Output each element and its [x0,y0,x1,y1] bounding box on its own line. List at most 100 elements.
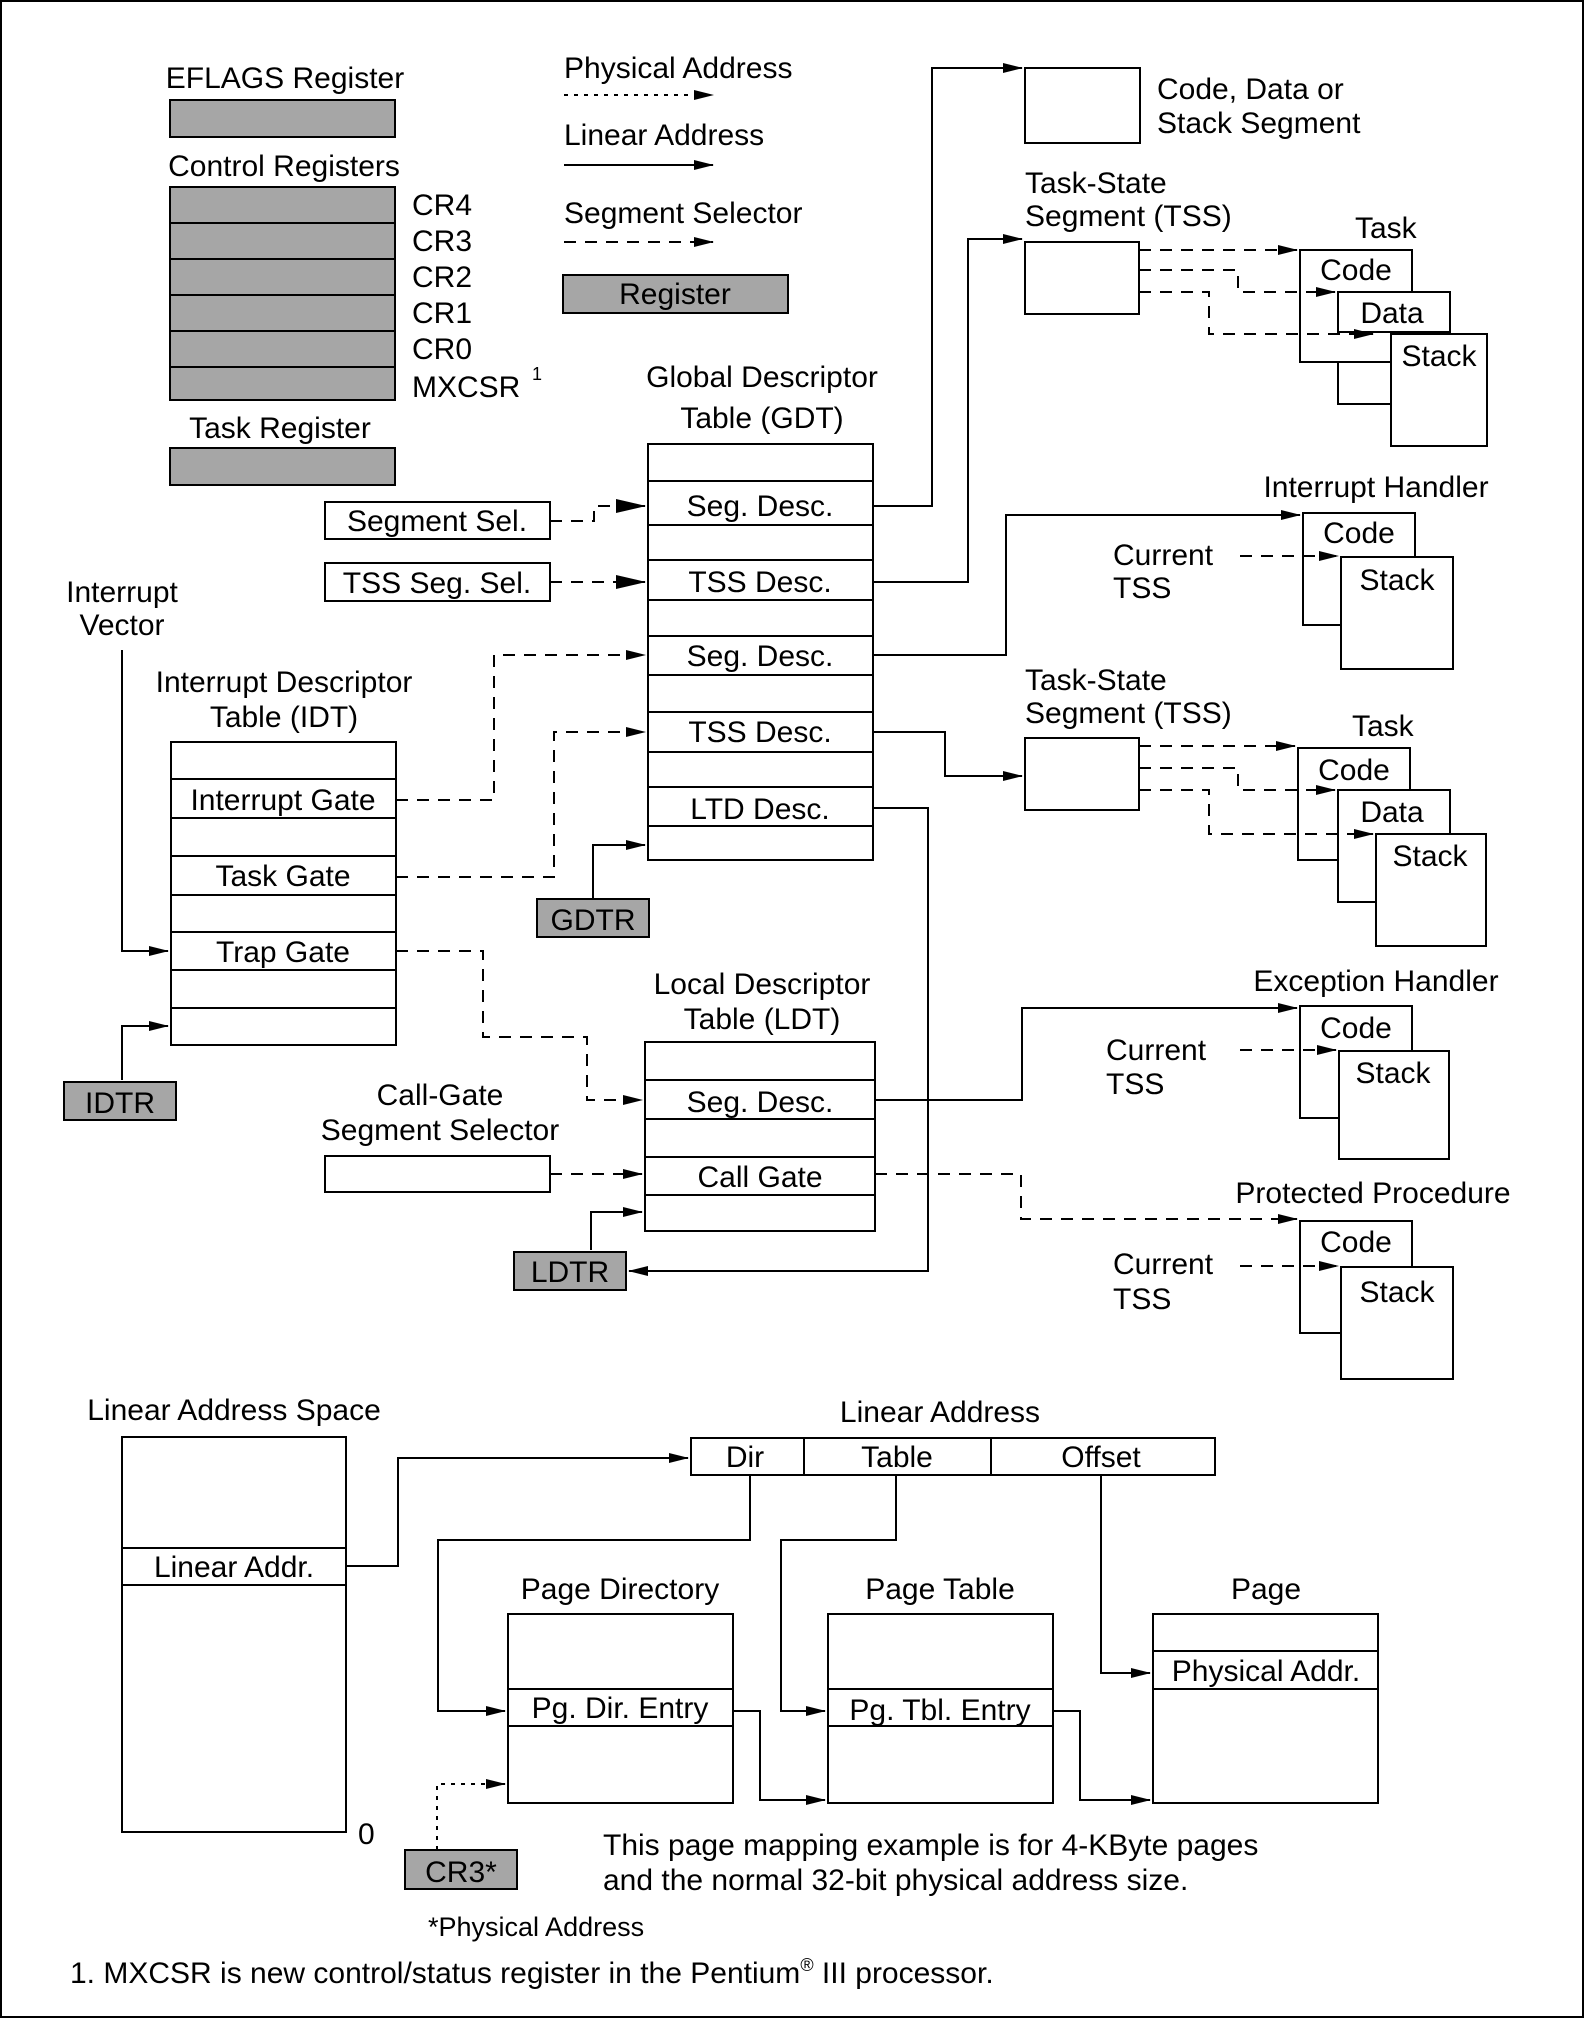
gdt-row-seg-desc-1: Seg. Desc. [687,490,834,523]
gdt-row-tss-desc-1: TSS Desc. [688,566,831,599]
idt-row-interrupt-gate: Interrupt Gate [190,784,375,817]
exception-current-label: Current [1106,1034,1207,1067]
gdt-row-dividers [648,480,873,827]
field-dir: Dir [726,1441,764,1474]
connectors-upper [121,63,1374,1276]
task-top-data-label-front: Data [1360,297,1424,330]
linear-address-label: Linear Address [840,1396,1040,1429]
idt-row-task-gate: Task Gate [215,860,350,893]
pg-dir-entry-row: Pg. Dir. Entry [532,1692,709,1725]
task-register [169,447,396,486]
code-data-stack-label-1: Code, Data or [1157,73,1344,106]
task-mid-stack-box [1375,833,1487,947]
call-gate-selector-box [324,1155,551,1193]
linear-address-space-box [121,1436,347,1833]
protected-procedure-stack-box [1340,1266,1454,1380]
cr3-star-register [404,1849,518,1890]
protected-procedure-stack-label: Stack [1359,1276,1435,1309]
gdt-title-2: Table (GDT) [680,402,843,435]
idtr-register [63,1081,177,1121]
interrupt-vector-label-1: Interrupt [66,576,178,609]
protected-current-label: Current [1113,1248,1214,1281]
cr3-star-label: CR3* [425,1856,497,1889]
task-mid-stack-label: Stack [1392,840,1468,873]
interrupt-current-label: Current [1113,539,1214,572]
field-offset: Offset [1061,1441,1141,1474]
mxcsr-register [169,366,396,401]
idt-row-dividers [171,778,396,1009]
eflags-register [169,99,396,138]
gdt-table [647,443,874,861]
control-registers-label: Control Registers [168,150,400,183]
ldt-row-dividers [645,1079,875,1196]
task-register-label: Task Register [189,412,371,445]
interrupt-vector-label-2: Vector [79,609,164,642]
ldt-title-1: Local Descriptor [654,968,871,1001]
cr1-label: CR1 [412,297,472,330]
task-top-stack-front [1390,333,1488,447]
interrupt-handler-label: Interrupt Handler [1263,471,1488,504]
legend-linear-label: Linear Address [564,119,764,152]
legend: Physical Address Linear Address Segment … [562,52,802,314]
legend-selector-label: Segment Selector [564,197,802,230]
eflags-label: EFLAGS Register [166,62,404,95]
ldt-title-2: Table (LDT) [684,1003,841,1036]
page-directory-label: Page Directory [521,1573,719,1606]
tss-top-title-1: Task-State [1025,167,1167,200]
footnote-suffix: III processor. [814,1957,994,1990]
idt-table [170,741,397,1046]
legend-physical-label: Physical Address [564,52,792,85]
call-gate-selector-label-2: Segment Selector [321,1114,559,1147]
call-gate-selector-label-1: Call-Gate [377,1079,504,1112]
task-top-label: Task [1355,212,1418,245]
protected-procedure-code-label: Code [1320,1226,1392,1259]
exception-tss-label: TSS [1106,1068,1164,1101]
footnote: 1. MXCSR is new control/status register … [70,1955,994,1990]
linear-addr-row: Linear Addr. [154,1551,314,1584]
footnote-text: 1. MXCSR is new control/status register … [70,1955,994,1990]
mxcsr-label: MXCSR [412,371,520,404]
cr2-label: CR2 [412,261,472,294]
exception-handler-code-label: Code [1320,1012,1392,1045]
linear-address-fields [690,1437,1216,1476]
tss-mid-title-2: Segment (TSS) [1025,697,1232,730]
exception-handler-stack-box [1338,1050,1450,1160]
task-top-data-front [1337,291,1451,333]
task-mid-code-label: Code [1318,754,1390,787]
page-note-line-1: This page mapping example is for 4-KByte… [603,1829,1258,1862]
field-table: Table [861,1441,933,1474]
segment-sel-label: Segment Sel. [347,505,527,538]
cr2-register [169,258,396,296]
exception-handler-label: Exception Handler [1253,965,1498,998]
page-label: Page [1231,1573,1301,1606]
legend-register-label: Register [619,278,731,311]
idt-title-1: Interrupt Descriptor [156,666,413,699]
page-directory-box [507,1613,734,1804]
footnote-prefix: 1. MXCSR is new control/status register … [70,1957,800,1990]
physical-addr-row: Physical Addr. [1172,1655,1360,1688]
page-note-line-2: and the normal 32-bit physical address s… [603,1864,1188,1897]
ldtr-register [513,1251,627,1291]
gdt-row-tss-desc-2: TSS Desc. [688,716,831,749]
task-top-stack-label-front: Stack [1401,340,1477,373]
cr3-label: CR3 [412,225,472,258]
legend-register-swatch [562,274,789,314]
ldt-row-seg-desc: Seg. Desc. [687,1086,834,1119]
tss-seg-sel-label: TSS Seg. Sel. [343,567,531,600]
exception-handler-stack-label: Stack [1355,1057,1431,1090]
interrupt-tss-label: TSS [1113,572,1171,605]
ldt-table [644,1041,876,1232]
code-data-stack-label-2: Stack Segment [1157,107,1361,140]
idt-title-2: Table (IDT) [210,701,358,734]
idt-row-trap-gate: Trap Gate [216,936,350,969]
cr3-register [169,222,396,260]
protected-procedure-label: Protected Procedure [1235,1177,1510,1210]
gdt-row-ltd-desc: LTD Desc. [690,793,829,826]
protected-tss-label: TSS [1113,1283,1171,1316]
linear-address-space-label: Linear Address Space [87,1394,381,1427]
register-group: EFLAGS Register Control Registers CR4 CR… [166,62,542,486]
gdt-row-seg-desc-2: Seg. Desc. [687,640,834,673]
physical-address-footnote: *Physical Address [428,1912,644,1942]
